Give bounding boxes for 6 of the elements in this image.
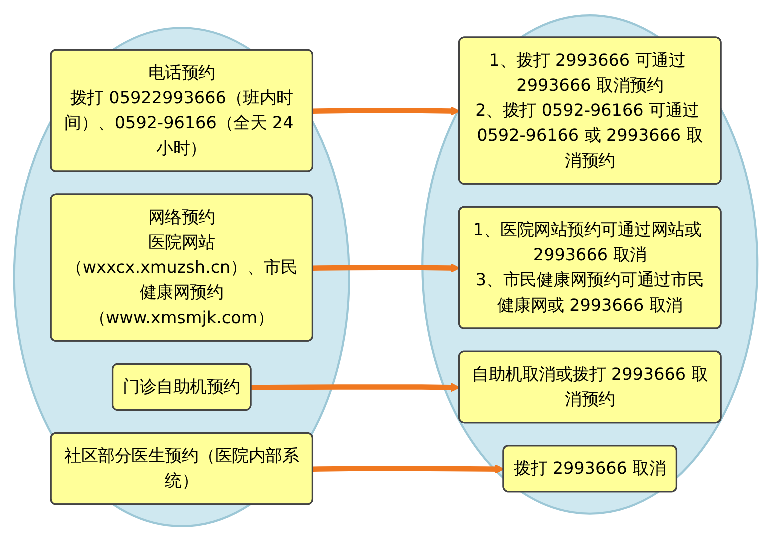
cluster [422, 14, 759, 514]
arrow [313, 106, 460, 116]
cluster [13, 26, 350, 527]
arrow [251, 382, 460, 392]
arrow [313, 263, 460, 272]
arrow [313, 464, 504, 474]
